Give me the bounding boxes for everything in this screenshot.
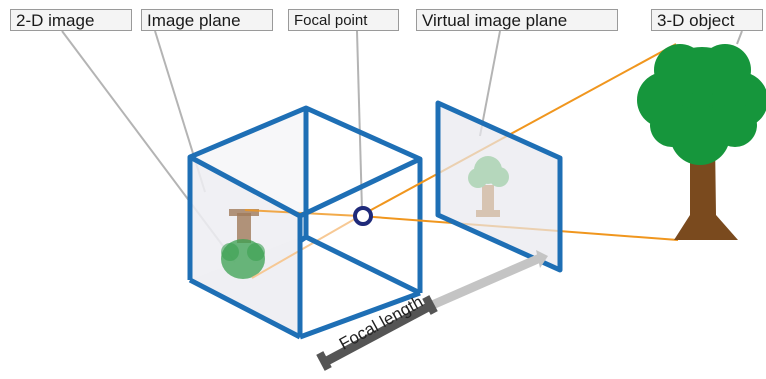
tree-2d-image-inverted [221, 209, 265, 279]
leader-focal-point [356, 30, 363, 211]
focal-length-ruler [316, 250, 548, 371]
tree-virtual-image [468, 156, 509, 217]
leader-lines [61, 30, 743, 263]
label-2d-image: 2-D image [10, 9, 132, 31]
label-virtual-image-plane: Virtual image plane [416, 9, 618, 31]
leader-3d-object [736, 30, 743, 45]
leader-virtual-image-plane [479, 30, 501, 137]
ruler-extension [428, 253, 542, 311]
label-3d-object: 3-D object [651, 9, 763, 31]
focal-point-ring [353, 206, 373, 226]
box-edges [187, 105, 423, 340]
label-image-plane: Image plane [141, 9, 273, 31]
box-side-face [190, 108, 306, 280]
ray-to-treetop [359, 43, 677, 217]
tree-3d-object [637, 44, 766, 240]
virtual-image-plane [435, 100, 563, 273]
camera-box [187, 105, 423, 340]
ruler-focal-length-bar [322, 302, 433, 366]
label-focal-point: Focal point [288, 9, 399, 31]
ray-bottom-inner [251, 215, 361, 279]
